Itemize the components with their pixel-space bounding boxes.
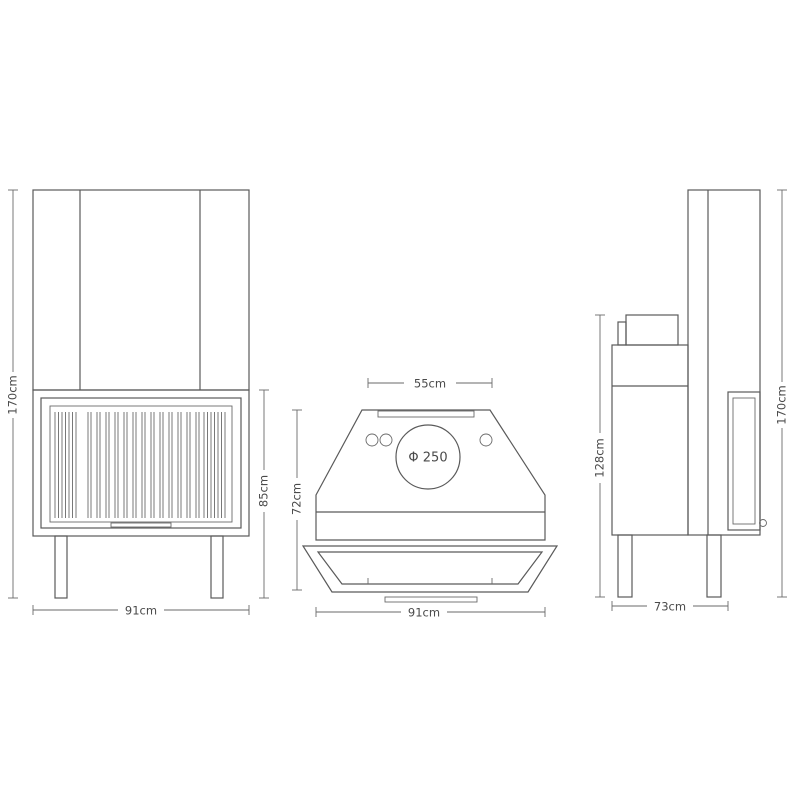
front-firebox-label-bg (255, 470, 273, 512)
top-width-label-bg (401, 604, 447, 620)
top-depth-label: 72cm (290, 483, 304, 515)
top-vent-hole-2 (379, 433, 393, 447)
top-hood-outline (315, 409, 546, 541)
front-firebox-glass (49, 405, 233, 523)
top-base-plate (384, 596, 478, 603)
front-width-label: 91cm (125, 604, 157, 618)
side-leg-right (706, 534, 722, 598)
side-leg-left (617, 534, 633, 598)
side-body (611, 344, 689, 536)
side-door-handle (759, 519, 767, 527)
side-height-label: 170cm (775, 385, 789, 424)
top-base-outer (301, 545, 559, 593)
side-depth-label-bg (647, 598, 693, 614)
side-door (727, 391, 761, 531)
top-flue-circle (395, 424, 461, 490)
side-view: 128cm 170cm 73cm (591, 189, 791, 614)
front-view: 170cm 85cm 91cm (4, 189, 273, 618)
front-ash-slot (110, 522, 172, 528)
side-firebox-label: 128cm (593, 438, 607, 477)
front-height-label: 170cm (6, 375, 20, 414)
top-flue-diameter-label: Φ 250 (408, 451, 447, 466)
front-firebox-frame (32, 389, 250, 537)
top-view: Φ 250 55cm 72cm 91cm (288, 375, 559, 620)
side-flue-box (625, 314, 679, 346)
front-firebox-label: 85cm (257, 475, 271, 507)
top-vent-hole-1 (365, 433, 379, 447)
side-depth-label: 73cm (654, 600, 686, 614)
front-leg-left (54, 535, 68, 599)
top-flue-width-label-bg (404, 375, 456, 391)
side-height-label-bg (773, 382, 791, 428)
side-door-glass (732, 397, 756, 525)
front-hood (32, 189, 250, 391)
top-flue-width-label: 55cm (414, 377, 446, 391)
top-base-inner (316, 551, 544, 585)
front-firebox-inner-frame (40, 397, 242, 529)
side-hood (687, 189, 761, 536)
front-leg-right (210, 535, 224, 599)
side-firebox-label-bg (591, 433, 609, 483)
front-width-label-bg (118, 602, 164, 618)
top-vent-hole-3 (479, 433, 493, 447)
top-flue-slot (377, 410, 475, 418)
side-flue-stub (617, 321, 627, 346)
front-grill-slats (54, 412, 226, 518)
front-height-label-bg (4, 372, 22, 418)
top-depth-label-bg (288, 478, 306, 520)
top-width-label: 91cm (408, 606, 440, 620)
